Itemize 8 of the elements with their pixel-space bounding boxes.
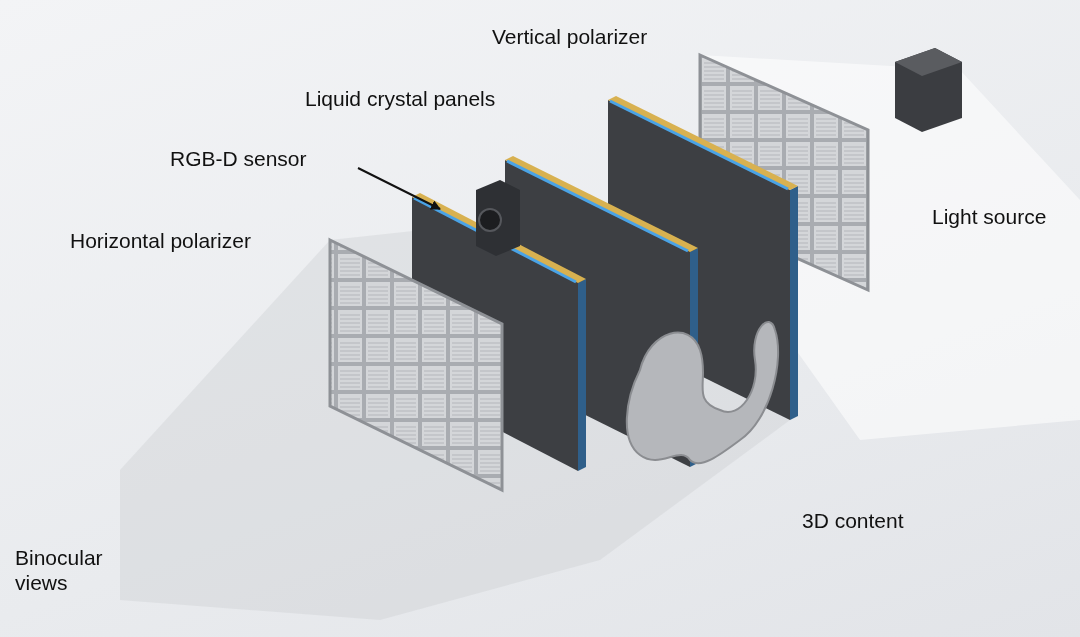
part-label: Binocular views: [15, 545, 104, 596]
callout-label: RGB-D sensor: [170, 146, 307, 172]
part-label: Liquid crystal panels: [305, 86, 496, 112]
leader-line: [357, 167, 441, 210]
part-label: Horizontal polarizer: [70, 228, 251, 254]
part-label: Light source: [932, 204, 1047, 230]
part-label: 3D content: [802, 508, 904, 534]
part-label: Vertical polarizer: [492, 24, 648, 50]
